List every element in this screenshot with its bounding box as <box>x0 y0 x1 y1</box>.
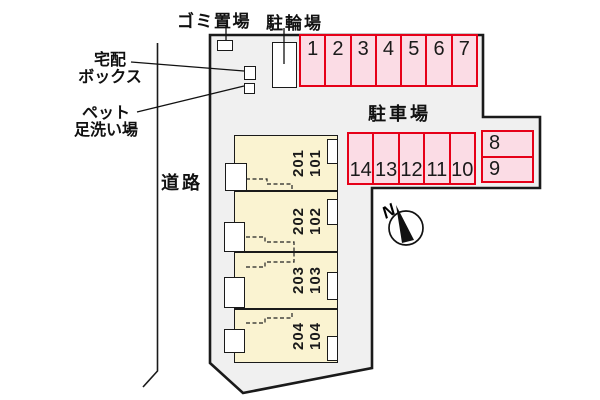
parking-space: 14 <box>349 134 373 183</box>
parking-space: 9 <box>483 157 532 181</box>
leader-line-delivery-box <box>130 61 245 72</box>
pet-wash-label: ペット 足洗い場 <box>73 105 138 139</box>
stair-dash <box>246 311 293 324</box>
stair-dash <box>246 253 295 268</box>
unit-entrance-notch <box>225 163 247 191</box>
parking-space: 8 <box>483 132 532 156</box>
parking-row-bottom: 14 13 12 11 10 <box>347 132 476 185</box>
unit-201-101 <box>234 135 338 191</box>
unit-entrance-notch <box>224 329 245 353</box>
parking-space: 7 <box>452 36 476 85</box>
garbage-area-marker <box>217 40 233 51</box>
parking-space: 13 <box>374 134 398 183</box>
unit-entrance-notch <box>224 222 245 252</box>
unit-porch <box>327 272 338 300</box>
parking-lot-label: 駐車場 <box>368 104 431 124</box>
parking-side-column: 8 9 <box>481 130 534 183</box>
unit-202-102 <box>234 191 338 252</box>
unit-entrance-notch <box>224 277 245 308</box>
parking-space: 4 <box>376 36 401 85</box>
compass-icon: N <box>379 200 424 246</box>
parking-space: 11 <box>425 134 449 183</box>
parking-space: 10 <box>450 134 474 183</box>
road-label: 道路 <box>161 173 203 193</box>
stair-dash <box>246 236 295 251</box>
delivery-box-marker <box>244 66 256 80</box>
unit-204-104 <box>234 309 338 363</box>
delivery-box-label: 宅配 ボックス <box>78 52 142 86</box>
pet-wash-marker <box>244 83 255 94</box>
parking-space: 6 <box>427 36 451 85</box>
unit-203-103 <box>234 252 338 309</box>
parking-space: 2 <box>326 36 350 85</box>
parking-space: 12 <box>399 134 424 183</box>
parking-space: 3 <box>351 36 375 85</box>
parking-space: 1 <box>301 36 325 85</box>
bicycle-parking-label: 駐輪場 <box>266 14 323 33</box>
unit-porch <box>327 139 338 164</box>
unit-porch <box>327 336 338 361</box>
leader-line-pet-wash <box>136 85 245 113</box>
parking-row-top: 1 2 3 4 5 6 7 <box>299 34 478 87</box>
road-line <box>142 43 159 388</box>
garbage-area-label: ゴミ置場 <box>177 12 251 31</box>
unit-porch <box>327 199 338 225</box>
stair-dash <box>246 178 293 190</box>
parking-space: 5 <box>402 36 426 85</box>
